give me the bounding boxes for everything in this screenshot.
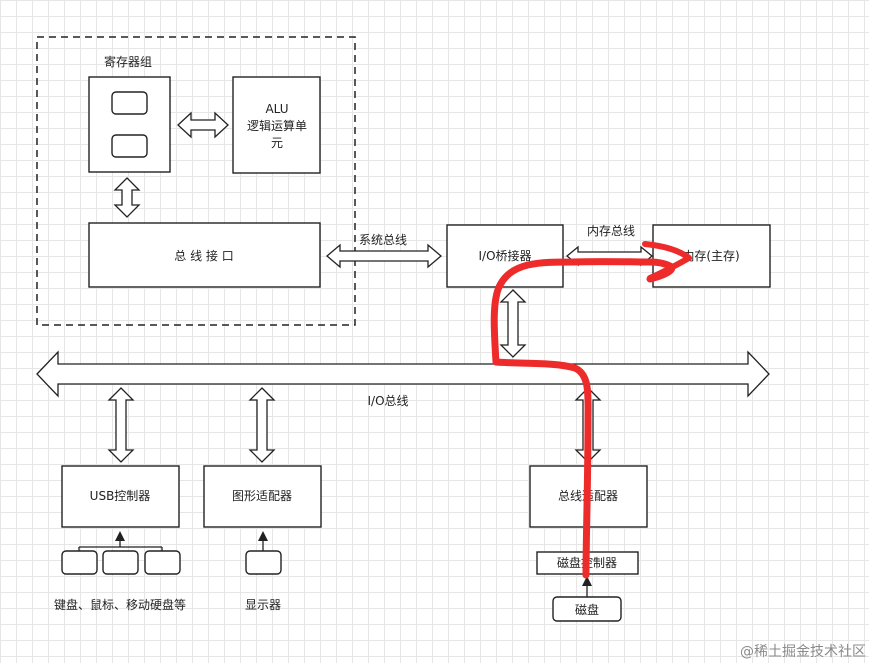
memory-label: 内存(主存) (682, 249, 739, 263)
register-alu-arrow (177, 111, 229, 139)
memory-bus-label: 内存总线 (587, 224, 635, 238)
io-bus-label: I/O总线 (367, 394, 408, 408)
register-2 (111, 134, 148, 158)
highlighted-path-head (642, 241, 692, 281)
watermark: @稀土掘金技术社区 (740, 644, 866, 660)
cpu-boundary (36, 36, 356, 326)
usb-controller-label: USB控制器 (90, 489, 151, 503)
bus-interface-label: 总 线 接 口 (174, 248, 233, 263)
hard-drive-device (144, 550, 181, 575)
graphics-adapter-label: 图形适配器 (232, 489, 292, 503)
graphics-adapter-box (203, 465, 322, 528)
alu-line-2: 逻辑运算单 (247, 118, 307, 133)
usb-tree-arrowhead (115, 531, 125, 541)
io-bus-arrow (36, 350, 770, 398)
disk-box (552, 596, 622, 622)
keyboard-device (61, 550, 98, 575)
system-bus-arrow (325, 243, 443, 269)
usb-controller-box (61, 465, 180, 528)
register-group-box (88, 76, 171, 173)
register-bus-interface-arrow (113, 177, 141, 218)
bridge-iobus-arrow (499, 289, 527, 358)
display-device (245, 550, 282, 575)
io-bridge-label: I/O桥接器 (478, 248, 531, 263)
display-arrowhead (258, 531, 268, 541)
highlighted-data-path (490, 258, 676, 579)
disk-label: 磁盘 (575, 602, 599, 617)
alu-box (232, 76, 321, 174)
alu-line-1: ALU (265, 102, 288, 116)
register-1 (111, 91, 148, 115)
bus-interface-box (88, 222, 321, 288)
alu-line-3: 元 (271, 136, 283, 150)
usb-bus-arrow (107, 387, 135, 463)
graphics-bus-arrow (248, 387, 276, 463)
disk-arrowhead (582, 576, 592, 586)
peripherals-label: 键盘、鼠标、移动硬盘等 (54, 597, 186, 612)
mouse-device (102, 550, 139, 575)
register-group-label: 寄存器组 (104, 54, 152, 69)
display-label: 显示器 (245, 598, 281, 612)
memory-box (652, 224, 771, 288)
system-bus-label: 系统总线 (359, 233, 407, 247)
